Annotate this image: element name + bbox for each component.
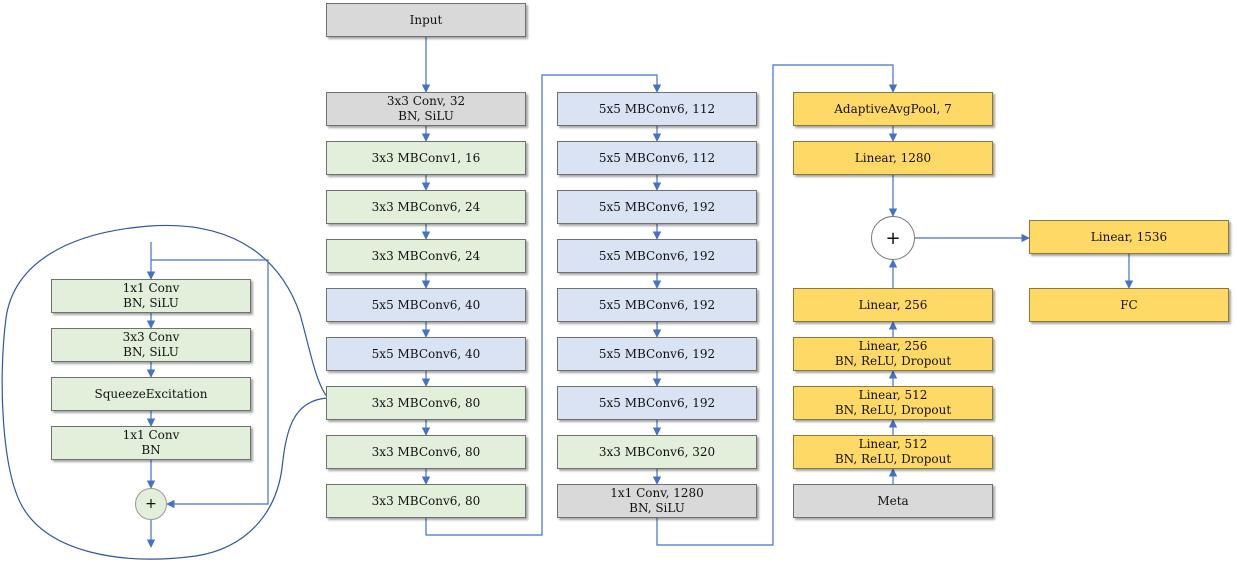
mbconv-block: 5x5 MBConv6, 40 bbox=[326, 337, 526, 371]
meta-linear-block: Linear, 256 bbox=[793, 288, 993, 322]
block-label: 5x5 MBConv6, 112 bbox=[598, 101, 716, 116]
meta-linear-block: Linear, 512 BN, ReLU, Dropout bbox=[793, 435, 993, 469]
mbconv-block: 5x5 MBConv6, 192 bbox=[557, 190, 757, 224]
block-label: FC bbox=[1120, 297, 1138, 312]
block-label: SqueezeExcitation bbox=[94, 386, 208, 401]
block-label: 3x3 Conv bbox=[122, 330, 180, 344]
linear-1536-block: Linear, 1536 bbox=[1029, 220, 1229, 254]
block-label: 5x5 MBConv6, 40 bbox=[371, 346, 481, 361]
block-label: Meta bbox=[877, 493, 909, 508]
block-sublabel: BN, SiLU bbox=[123, 345, 179, 359]
block-label: 3x3 MBConv1, 16 bbox=[371, 150, 481, 165]
block-label: 3x3 Conv, 32 bbox=[386, 94, 466, 108]
block-label: Linear, 256 bbox=[858, 339, 928, 353]
mbconv-block: 5x5 MBConv6, 112 bbox=[557, 92, 757, 126]
mbconv-block: 5x5 MBConv6, 192 bbox=[557, 337, 757, 371]
block-label: 1x1 Conv bbox=[122, 428, 180, 442]
block-label: 5x5 MBConv6, 192 bbox=[598, 199, 716, 214]
block-sublabel: BN, SiLU bbox=[629, 501, 685, 515]
block-label: 5x5 MBConv6, 192 bbox=[598, 297, 716, 312]
block-label: 3x3 MBConv6, 320 bbox=[598, 444, 716, 459]
block-label: Linear, 1280 bbox=[854, 150, 932, 165]
mbconv-block: 5x5 MBConv6, 192 bbox=[557, 239, 757, 273]
meta-linear-block: Linear, 256 BN, ReLU, Dropout bbox=[793, 337, 993, 371]
mbconv-block: 5x5 MBConv6, 112 bbox=[557, 141, 757, 175]
block-label: AdaptiveAvgPool, 7 bbox=[834, 101, 952, 116]
fc-output-block: FC bbox=[1029, 288, 1229, 322]
block-label: 1x1 Conv, 1280 bbox=[610, 486, 704, 500]
mbconv-block: 5x5 MBConv6, 192 bbox=[557, 386, 757, 420]
mbconv-block-highlighted: 3x3 MBConv6, 80 bbox=[326, 386, 526, 420]
block-label: 3x3 MBConv6, 24 bbox=[371, 248, 481, 263]
final-conv-block: 1x1 Conv, 1280 BN, SiLU bbox=[557, 484, 757, 518]
block-label: 5x5 MBConv6, 112 bbox=[598, 150, 716, 165]
plus-symbol: + bbox=[885, 227, 901, 249]
block-label: Linear, 256 bbox=[858, 297, 928, 312]
block-label: 3x3 MBConv6, 24 bbox=[371, 199, 481, 214]
block-sublabel: BN, SiLU bbox=[123, 296, 179, 310]
block-label: Linear, 512 bbox=[858, 437, 928, 451]
stem-conv-block: 3x3 Conv, 32 BN, SiLU bbox=[326, 92, 526, 126]
meta-input-block: Meta bbox=[793, 484, 993, 518]
block-label: 3x3 MBConv6, 80 bbox=[371, 493, 481, 508]
concat-plus-node: + bbox=[871, 216, 915, 260]
block-label: 3x3 MBConv6, 80 bbox=[371, 395, 481, 410]
plus-symbol: + bbox=[145, 496, 157, 512]
block-sublabel: BN, SiLU bbox=[398, 109, 454, 123]
residual-add-node: + bbox=[135, 488, 167, 520]
adaptive-avgpool-block: AdaptiveAvgPool, 7 bbox=[793, 92, 993, 126]
mbconv-block: 3x3 MBConv6, 320 bbox=[557, 435, 757, 469]
mbconv-block: 5x5 MBConv6, 40 bbox=[326, 288, 526, 322]
block-label: 5x5 MBConv6, 192 bbox=[598, 395, 716, 410]
block-label: 1x1 Conv bbox=[122, 281, 180, 295]
detail-conv1x1-bn-block: 1x1 Conv BN bbox=[51, 426, 251, 460]
detail-squeeze-excitation-block: SqueezeExcitation bbox=[51, 377, 251, 411]
block-sublabel: BN, ReLU, Dropout bbox=[834, 354, 952, 368]
mbconv-block: 3x3 MBConv6, 24 bbox=[326, 190, 526, 224]
block-sublabel: BN, ReLU, Dropout bbox=[834, 403, 952, 417]
block-label: 5x5 MBConv6, 192 bbox=[598, 346, 716, 361]
block-label: 5x5 MBConv6, 192 bbox=[598, 248, 716, 263]
mbconv-block: 3x3 MBConv6, 80 bbox=[326, 484, 526, 518]
block-label: 3x3 MBConv6, 80 bbox=[371, 444, 481, 459]
detail-conv1x1-block: 1x1 Conv BN, SiLU bbox=[51, 279, 251, 313]
block-label: Linear, 1536 bbox=[1090, 229, 1168, 244]
mbconv-block: 3x3 MBConv1, 16 bbox=[326, 141, 526, 175]
meta-linear-block: Linear, 512 BN, ReLU, Dropout bbox=[793, 386, 993, 420]
detail-callout-outline bbox=[1, 224, 330, 560]
input-block: Input bbox=[326, 3, 526, 37]
block-sublabel: BN bbox=[141, 443, 161, 457]
mbconv-block: 3x3 MBConv6, 80 bbox=[326, 435, 526, 469]
arrow-connector bbox=[656, 64, 898, 546]
block-label: 5x5 MBConv6, 40 bbox=[371, 297, 481, 312]
skip-connection-arrow bbox=[151, 259, 269, 509]
linear-1280-block: Linear, 1280 bbox=[793, 141, 993, 175]
block-sublabel: BN, ReLU, Dropout bbox=[834, 452, 952, 466]
mbconv-block: 5x5 MBConv6, 192 bbox=[557, 288, 757, 322]
block-label: Linear, 512 bbox=[858, 388, 928, 402]
detail-conv3x3-block: 3x3 Conv BN, SiLU bbox=[51, 328, 251, 362]
input-label: Input bbox=[409, 12, 443, 27]
arrow-connector bbox=[425, 74, 662, 536]
mbconv-block: 3x3 MBConv6, 24 bbox=[326, 239, 526, 273]
